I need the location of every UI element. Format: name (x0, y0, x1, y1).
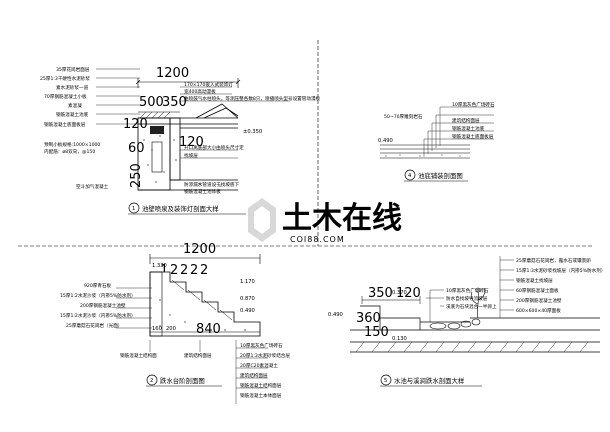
caption-bubble-5 (380, 374, 392, 386)
label-d2-right-2: 20厚1:3水泥砂浆结合层 (240, 352, 290, 359)
dim-step-e: 2 (200, 263, 208, 278)
label-d1-left-8: 预制小板规格:1000×1000 (44, 141, 100, 148)
elev-d4-0370: 0.370 (392, 290, 407, 296)
label-d2-left-1: 920厚青石板 (84, 282, 112, 289)
caption-2: 跌水台阶剖面图 (160, 376, 205, 385)
label-d3-5: 钢筋混凝土底面板层 (452, 133, 494, 140)
caption-1: 池壁喷泉及装饰灯剖面大样 (142, 204, 219, 213)
dim-1200: 1200 (156, 66, 189, 81)
label-d2-left-3: 200厚钢筋混凝土池壁 (80, 302, 126, 309)
label-d2-right-3: 20厚C20素混凝土 (240, 362, 278, 369)
label-d4-top-5: 200厚钢筋混凝土池壁 (516, 297, 562, 304)
dim-d4-150: 150 (364, 325, 389, 340)
label-d1-bottom-1: 空斗加气混凝土 (76, 183, 109, 190)
dim-step-b: 2 (170, 263, 178, 278)
label-d3-2: 50~70厚雕刻岩石 (384, 113, 423, 120)
label-d4-mid-1: 10厚黑灰色广场砖石 (446, 287, 489, 294)
dim-d4-360: 360 (356, 311, 381, 326)
dim-840: 840 (196, 322, 221, 337)
dim-200: 200 (166, 326, 176, 332)
label-d1-right-5: 找坡层 (184, 152, 198, 159)
sheet-dividers (18, 40, 592, 247)
label-d4-top-4: 60厚钢筋混凝土面板 (516, 287, 559, 294)
label-d1-left-7: 钢筋混凝土底面板层 (44, 121, 86, 128)
label-d4-top-6: 600×600×40厚面板 (516, 307, 561, 314)
detail-cascade-steps-section: 1200 1 2 2 2 2 1.330 1.170 0.870 0.490 (60, 242, 290, 404)
elev-0350: ±0.350 (243, 129, 262, 135)
label-d3-3: 建筑结构面层 (452, 117, 480, 124)
label-d1-left-5: 素混凝 (68, 102, 82, 109)
dim-step-d: 2 (190, 263, 198, 278)
label-d3-4: 钢筋混凝土池底 (452, 125, 485, 132)
label-d2-bottom-1: 钢筋混凝土结构面 (120, 352, 157, 359)
label-d2-right-1: 10厚黑灰色广场砖石 (240, 342, 283, 349)
label-d3-1: 10厚黑灰色广场砖石 (452, 101, 495, 108)
caption-bubble-1 (128, 202, 140, 214)
dim-step-a: 1 (160, 263, 168, 278)
dim-120-right: 120 (179, 135, 204, 150)
plant-icon (470, 287, 486, 319)
caption-no-4: 4 (408, 173, 412, 179)
elev-d2-0870: 0.870 (240, 296, 255, 302)
dim-d4-120: 120 (396, 286, 421, 301)
label-d4-top-3: 钢筋混凝土找坡层 (516, 277, 553, 284)
label-d2-bottom-2: 建筑结构面层 (184, 352, 212, 359)
elev-d2-1330: 1.330 (152, 263, 167, 269)
caption-4: 池底铺装剖面图 (418, 171, 463, 180)
label-d2-bottom-3: 钢筋混凝土本体面层 (240, 392, 282, 399)
elev-d2-1170: 1.170 (240, 279, 255, 285)
caption-5: 水池与溪涧跌水剖面大样 (394, 376, 465, 385)
label-d1-left-2: 25厚1:3干硬性水泥砂浆 (40, 75, 90, 82)
label-d1-left-3: 素水泥砂浆一道 (56, 84, 89, 91)
label-d4-mid-3: 溪底为石块混合一半卵上 (446, 303, 497, 310)
label-d2-left-2: 15厚1:2水泥沙浆（内掺5%防水剂） (60, 292, 136, 299)
dim-500: 500 (139, 95, 164, 110)
caption-bubble-2 (146, 374, 158, 386)
label-d1-left-1: 35厚花岗岩面层 (56, 66, 90, 73)
label-d4-top-2: 15厚1:3水泥砂浆找坡层（内掺5%防水剂） (516, 267, 605, 274)
dim-60: 60 (128, 141, 145, 156)
dim-step-c: 2 (180, 263, 188, 278)
caption-no-2: 2 (150, 378, 153, 384)
dim-120-left: 120 (123, 117, 148, 132)
elev-d2-0490: 0.490 (240, 308, 255, 314)
dim-1200-d2: 1200 (183, 242, 216, 257)
label-d2-right-4: 建筑结构面层 (240, 372, 268, 379)
label-d2-right-5: 钢筋混凝土结构面层 (240, 382, 282, 389)
detail-pool-floor-section: 10厚黑灰色广场砖石 50~70厚雕刻岩石 建筑结构面层 钢筋混凝土池底 钢筋混… (378, 101, 495, 182)
detail-fountain-wall-section: 1200 (40, 66, 321, 215)
lamp-icon (150, 126, 164, 134)
watermark-text: 土木在线 (282, 201, 402, 236)
watermark-logo-icon (248, 198, 276, 242)
label-d4-mid-2: 防水自找坡导流坡层 (446, 295, 488, 302)
dim-250: 250 (129, 163, 144, 188)
detail-pool-stream-section: 350 120 360 150 0.490 0.370 0.130 25厚蘑菇石… (328, 256, 605, 387)
elev-d4-0130: 0.130 (392, 336, 407, 342)
dim-160: 160 (152, 326, 162, 332)
label-d2-left-4: 15厚1:2水泥沙浆（内掺5%防水剂） (60, 312, 136, 319)
label-d1-right-3: 曲喷鼓气水柱喷头，等测压整各数8只，喷播喷头型号设置管动漫板 (184, 95, 321, 102)
caption-bubble-4 (404, 169, 416, 181)
elev-d4-0490: 0.490 (328, 312, 343, 318)
caption-no-5: 5 (384, 378, 387, 384)
label-d1-left-6: 钢筋混凝土池底 (56, 111, 89, 118)
caption-no-1: 1 (132, 206, 135, 212)
dim-d4-350: 350 (368, 286, 393, 301)
dim-350: 350 (162, 95, 187, 110)
label-d1-right-2: 宽400高动漫板 (184, 88, 216, 95)
label-d1-left-4: 70厚钢筋混凝土小板 (44, 93, 87, 100)
label-d4-top-1: 25厚蘑菇石花岗岩，露水石或镶景卵 (516, 257, 591, 264)
label-d1-bottom-2: 防渗漏水管道设于找坡底下 (184, 181, 240, 188)
label-d2-left-5: 25厚蘑菇石花岗岩（光面） (66, 322, 122, 329)
watermark-subtext: COI88.COM (290, 235, 345, 244)
label-d1-bottom-3: 钢筋混凝土池体板 (184, 188, 221, 195)
label-d1-left-9: 内配筋：ø8双向，@150 (44, 148, 95, 155)
label-d1-right-1: 170×170嵌入式装饰灯 (184, 81, 233, 88)
elev-d3: 0.490 (378, 138, 393, 144)
label-d1-right-4: 开口离底部大小由喷头尺寸定 (184, 144, 244, 151)
watermark: 土木在线 COI88.COM (248, 198, 402, 244)
